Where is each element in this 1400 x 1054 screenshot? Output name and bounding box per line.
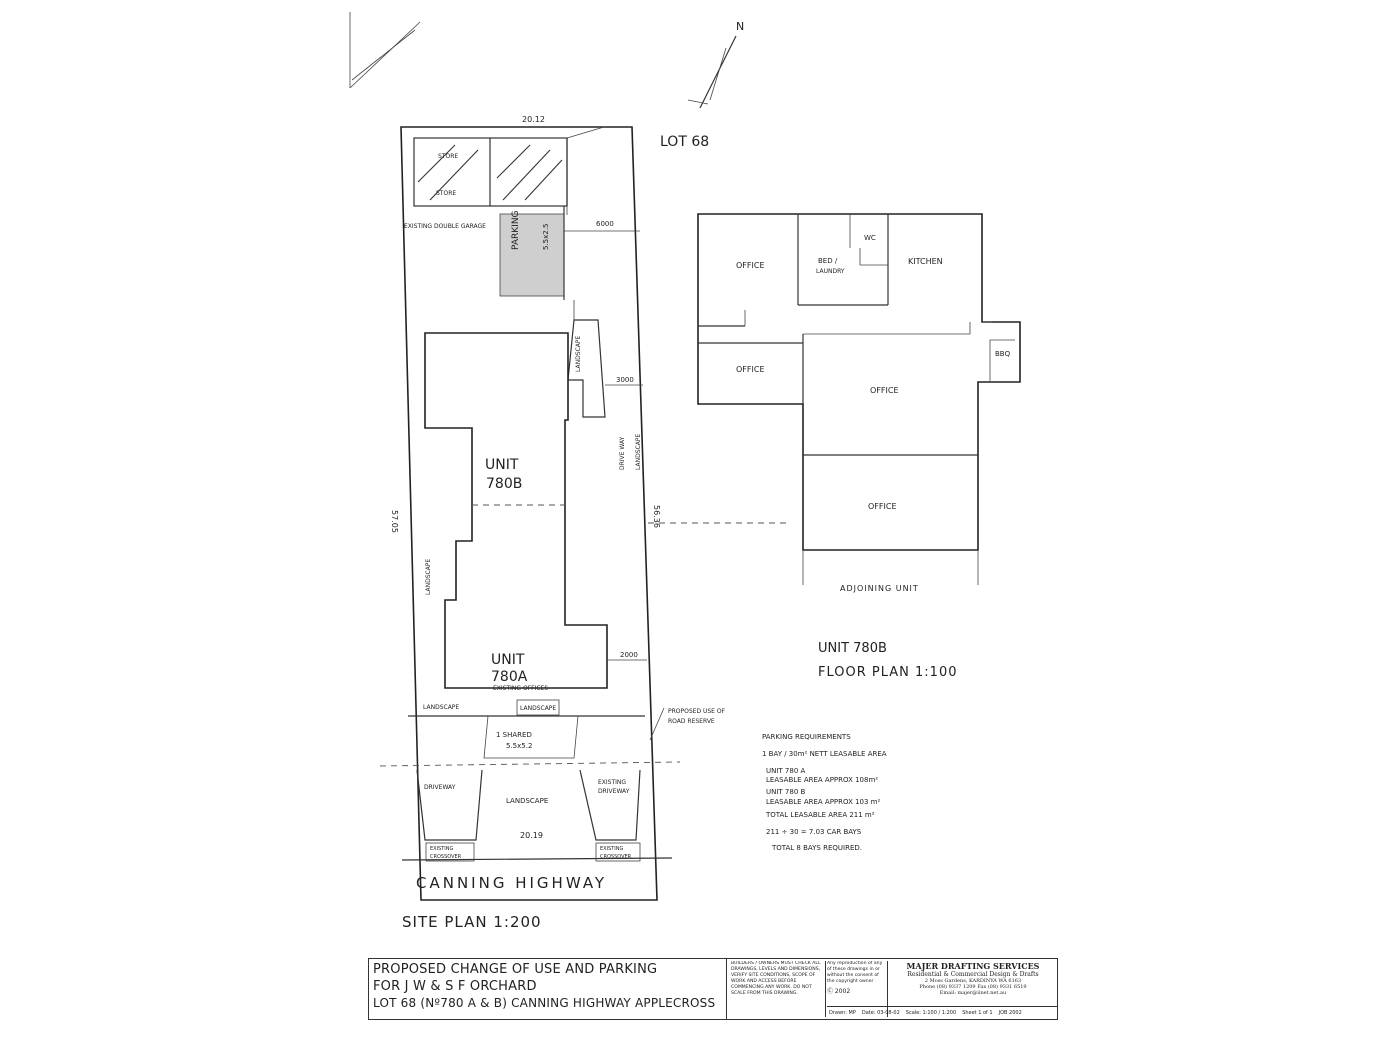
note-line-5: UNIT 780 B xyxy=(766,788,806,796)
site-plan: 20.12 20.19 57.05 56.36 STORE STORE EXIS… xyxy=(379,115,726,931)
lot-label: LOT 68 xyxy=(660,134,709,150)
crossover-left-2: CROSSOVER xyxy=(430,854,462,860)
title-block-footer: Drawn: MP Date: 03-08-02 Scale: 1:100 / … xyxy=(827,1006,1057,1018)
firm-email: Email: majer@iinet.net.au xyxy=(939,990,1007,996)
parking-size: 5.5x2.5 xyxy=(542,224,550,250)
room-bbq: BBQ xyxy=(995,350,1011,358)
setback-2000: 2000 xyxy=(620,651,638,659)
site-plan-title: SITE PLAN 1:200 xyxy=(402,913,542,931)
landscape-right: LANDSCAPE xyxy=(635,434,642,470)
title-block: PROPOSED CHANGE OF USE AND PARKING FOR J… xyxy=(368,958,1058,1020)
lot-boundary xyxy=(400,126,658,901)
note-line-9: TOTAL 8 BAYS REQUIRED. xyxy=(771,844,862,852)
sheet-number: Sheet 1 of 1 xyxy=(962,1009,993,1016)
room-office-4: OFFICE xyxy=(868,502,897,511)
note-line-1: PARKING REQUIREMENTS xyxy=(762,733,851,741)
title-line-3: LOT 68 (Nº780 A & B) CANNING HIGHWAY APP… xyxy=(373,996,716,1010)
title-block-firm: MAJER DRAFTING SERVICES Residential & Co… xyxy=(891,961,1055,1001)
room-office-2: OFFICE xyxy=(736,365,765,374)
landscape-mid: LANDSCAPE xyxy=(575,336,582,372)
note-line-8: 211 ÷ 30 = 7.03 CAR BAYS xyxy=(766,828,862,836)
title-block-copyright: Any reproduction of any of these drawing… xyxy=(827,961,888,1017)
shared-bay-size: 5.5x5.2 xyxy=(506,742,532,750)
driveway-left-outline xyxy=(416,769,483,841)
front-note-2: ROAD RESERVE xyxy=(668,718,715,725)
unit-a-number: 780A xyxy=(491,669,528,685)
title-block-disclaimer: BUILDERS / OWNERS MUST CHECK ALL DRAWING… xyxy=(731,961,826,1017)
dim-left: 57.05 xyxy=(390,510,399,533)
building-outline xyxy=(424,332,608,689)
existing-driveway-1: EXISTING xyxy=(598,779,626,786)
shared-bay: 1 SHARED xyxy=(496,731,532,739)
firm-phone: Phone (08) 9337 1209 Fax (08) 9331 6519 xyxy=(919,984,1027,990)
title-block-main: PROPOSED CHANGE OF USE AND PARKING FOR J… xyxy=(369,959,727,1019)
unit-a-note: EXISTING OFFICES xyxy=(493,685,548,692)
parking-area: 6000 PARKING 5.5x2.5 xyxy=(499,206,640,300)
note-line-3: UNIT 780 A xyxy=(766,767,806,775)
store-2: STORE xyxy=(436,190,456,197)
room-office-1: OFFICE xyxy=(736,261,765,270)
sheet-edge-marks xyxy=(349,12,421,89)
driveway-side: DRIVE WAY xyxy=(619,436,626,470)
room-bed: BED / xyxy=(818,257,838,265)
drawing-scale: Scale: 1:100 / 1:200 xyxy=(905,1009,957,1016)
drawing-date: Date: 03-08-02 xyxy=(861,1009,900,1016)
setback-6000: 6000 xyxy=(596,220,614,228)
crossover-left-1: EXISTING xyxy=(430,846,454,852)
copyright-text: Any reproduction of any of these drawing… xyxy=(827,961,883,984)
garage-block: STORE STORE EXISTING DOUBLE GARAGE xyxy=(404,126,605,230)
firm-sub: Residential & Commercial Design & Drafts xyxy=(907,971,1039,978)
garage-note: EXISTING DOUBLE GARAGE xyxy=(404,223,486,230)
floor-title-1: UNIT 780B xyxy=(818,641,887,656)
note-line-2: 1 BAY / 30m² NETT LEASABLE AREA xyxy=(762,750,887,758)
floor-plan: OFFICE BED / LAUNDRY WC KITCHEN BBQ OFFI… xyxy=(697,213,1021,680)
note-line-4: LEASABLE AREA APPROX 108m² xyxy=(766,776,878,784)
crossover-right-1: EXISTING xyxy=(600,846,624,852)
parking-label: PARKING xyxy=(511,210,521,250)
dim-right: 56.36 xyxy=(652,505,661,528)
title-line-1: PROPOSED CHANGE OF USE AND PARKING xyxy=(373,962,658,977)
driveway-right-outline xyxy=(579,769,641,841)
room-kitchen: KITCHEN xyxy=(908,257,943,266)
landscape-front: LANDSCAPE xyxy=(506,797,548,805)
floor-outline xyxy=(697,213,1021,551)
job-number: JOB 2002 xyxy=(998,1009,1022,1016)
title-line-2: FOR J W & S F ORCHARD xyxy=(373,979,537,994)
unit-a-label: UNIT xyxy=(491,652,525,668)
store-1: STORE xyxy=(438,153,458,160)
dim-top: 20.12 xyxy=(522,115,545,124)
firm-addr: 2 Moss Gardens, KARDINYA WA 6163 xyxy=(924,978,1022,984)
floor-title-2: FLOOR PLAN 1:100 xyxy=(818,665,957,680)
room-wc: WC xyxy=(864,234,876,242)
landscape-front-mid: LANDSCAPE xyxy=(520,705,556,712)
unit-b-label: UNIT xyxy=(485,457,519,473)
landscape-strip xyxy=(567,319,606,418)
drawn-by: Drawn: MP xyxy=(829,1009,856,1016)
adjoining-unit: ADJOINING UNIT xyxy=(840,584,919,593)
copyright-year: 2002 xyxy=(834,988,851,995)
room-office-3: OFFICE xyxy=(870,386,899,395)
firm-name: MAJER DRAFTING SERVICES xyxy=(906,961,1040,971)
note-line-6: LEASABLE AREA APPROX 103 m² xyxy=(766,798,880,806)
dim-bottom: 20.19 xyxy=(520,831,543,840)
parking-notes: PARKING REQUIREMENTS 1 BAY / 30m² NETT L… xyxy=(762,733,887,852)
crossover-right-2: CROSSOVER xyxy=(600,854,632,860)
north-arrow: N xyxy=(687,20,744,109)
note-line-7: TOTAL LEASABLE AREA 211 m² xyxy=(765,811,875,819)
landscape-left: LANDSCAPE xyxy=(425,559,432,595)
front-note-1: PROPOSED USE OF xyxy=(668,708,726,715)
property-line xyxy=(379,761,681,767)
room-laundry: LAUNDRY xyxy=(816,268,845,275)
road-name: CANNING HIGHWAY xyxy=(416,874,607,892)
driveway-left: DRIVEWAY xyxy=(424,784,456,791)
existing-driveway-2: DRIVEWAY xyxy=(598,788,630,795)
landscape-front-left: LANDSCAPE xyxy=(423,704,459,711)
setback-3000: 3000 xyxy=(616,376,634,384)
unit-b-number: 780B xyxy=(486,476,522,492)
north-label: N xyxy=(736,20,744,33)
